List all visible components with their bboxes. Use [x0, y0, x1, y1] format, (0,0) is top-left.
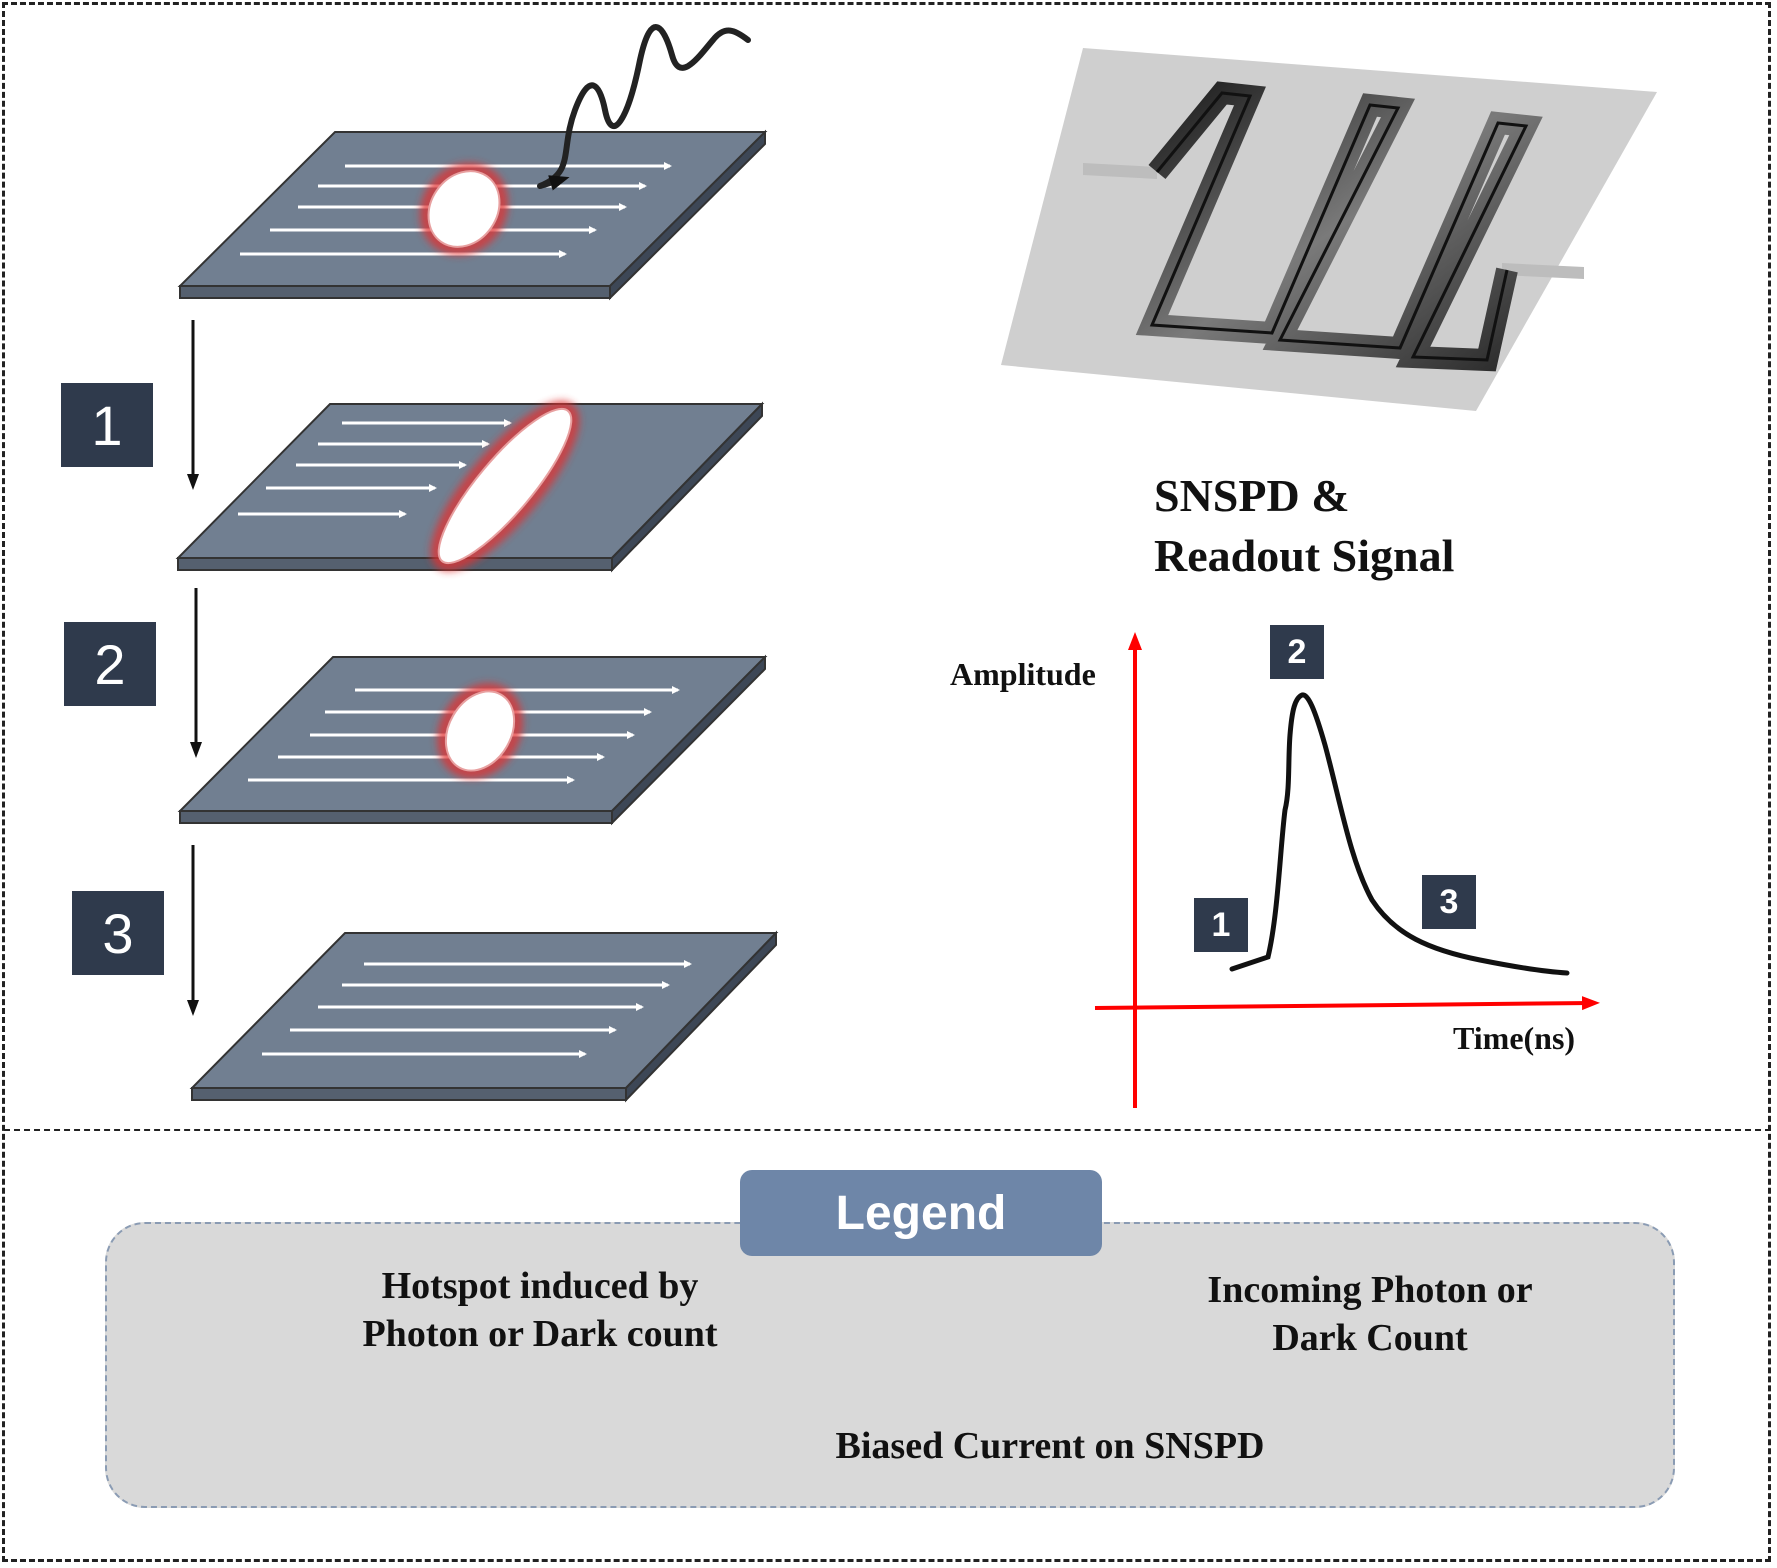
- chart-marker-1: 1: [1194, 898, 1248, 952]
- plate-3: [177, 654, 768, 826]
- plate-2: [175, 401, 765, 573]
- y-axis-label: Amplitude: [950, 656, 1096, 692]
- readout-chart: [1094, 632, 1600, 1108]
- legend-hotspot-line-2: Photon or Dark count: [362, 1313, 718, 1355]
- heading-line-1: SNSPD &: [1154, 470, 1350, 521]
- readout-pulse: [1229, 692, 1570, 976]
- plate-4: [189, 930, 779, 1103]
- legend-photon-line-2: Dark Count: [1272, 1317, 1468, 1359]
- chart-marker-3: 3: [1422, 875, 1476, 929]
- step-badge-1: 1: [61, 383, 153, 467]
- legend-photon-label: Incoming Photon or Dark Count: [1160, 1266, 1580, 1362]
- legend-box: [105, 1222, 1675, 1508]
- plate-1: [177, 24, 768, 301]
- legend-title: Legend: [740, 1170, 1102, 1256]
- legend-photon-line-1: Incoming Photon or: [1207, 1269, 1533, 1311]
- chart-marker-2: 2: [1270, 625, 1324, 679]
- x-axis-label: Time(ns): [1453, 1020, 1576, 1056]
- legend-hotspot-label: Hotspot induced by Photon or Dark count: [320, 1262, 760, 1358]
- step-badge-2: 2: [64, 622, 156, 706]
- section-divider: [4, 1129, 1771, 1131]
- step-arrows: [187, 320, 202, 1016]
- step-badge-3: 3: [72, 891, 164, 975]
- legend-hotspot-line-1: Hotspot induced by: [381, 1265, 699, 1307]
- legend-current-label: Biased Current on SNSPD: [835, 1425, 1265, 1467]
- heading-line-2: Readout Signal: [1154, 530, 1455, 581]
- snspd-device: [1001, 48, 1657, 411]
